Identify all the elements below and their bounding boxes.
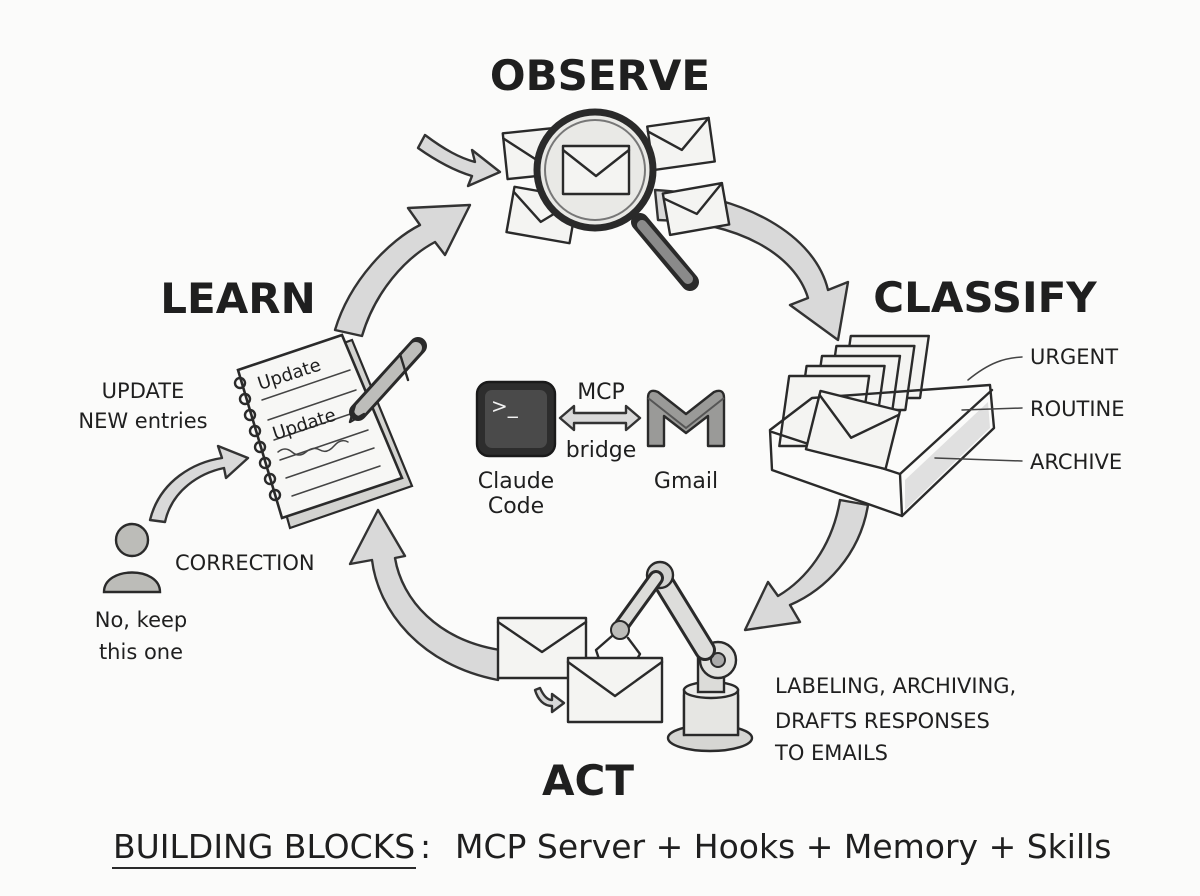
stage-title-act: ACT <box>542 756 634 805</box>
bridge-label-bottom: bridge <box>566 438 637 463</box>
double-arrow-icon <box>558 404 642 432</box>
envelope-icon <box>566 656 664 724</box>
terminal-icon: >_ <box>475 380 557 458</box>
user-quote-line-2: this one <box>99 640 183 664</box>
user-quote-line-1: No, keep <box>95 608 188 632</box>
gmail-icon <box>646 389 726 448</box>
label-archive: ARCHIVE <box>1030 450 1122 474</box>
move-arrow-icon <box>533 686 566 714</box>
pen-icon <box>348 337 427 424</box>
magnifier-icon <box>533 108 699 291</box>
footer-items: MCP Server + Hooks + Memory + Skills <box>455 827 1111 866</box>
envelope-icon <box>646 116 716 172</box>
file-tray-icon <box>768 334 1023 518</box>
act-description-line-2: DRAFTS RESPONSES <box>775 709 990 733</box>
label-routine: ROUTINE <box>1030 397 1125 421</box>
envelope-icon <box>661 181 731 237</box>
correction-label: CORRECTION <box>175 551 315 575</box>
envelope-icon <box>804 389 902 471</box>
robot-arm-icon <box>594 560 754 753</box>
person-icon <box>102 522 162 594</box>
stage-title-learn: LEARN <box>160 274 315 323</box>
observe-illustration <box>501 108 731 291</box>
footer-heading: BUILDING BLOCKS <box>113 827 415 866</box>
update-label-line-1: UPDATE <box>102 379 185 403</box>
update-label-line-2: NEW entries <box>78 409 207 433</box>
footer-separator: : <box>420 827 431 866</box>
stage-title-observe: OBSERVE <box>490 51 710 100</box>
cycle-arrow-icon <box>333 133 870 682</box>
notebook-icon <box>233 333 414 530</box>
claude-code-label-line-2: Code <box>488 494 544 519</box>
gmail-label: Gmail <box>654 469 718 494</box>
claude-code-label-line-1: Claude <box>478 469 554 494</box>
stage-title-classify: CLASSIFY <box>873 273 1097 322</box>
terminal-prompt: >_ <box>491 394 519 418</box>
label-urgent: URGENT <box>1030 345 1118 369</box>
act-description-line-1: LABELING, ARCHIVING, <box>775 674 1016 698</box>
act-description-line-3: TO EMAILS <box>774 741 888 765</box>
bridge-label-top: MCP <box>577 380 625 405</box>
correction-arrow-icon <box>148 444 250 524</box>
